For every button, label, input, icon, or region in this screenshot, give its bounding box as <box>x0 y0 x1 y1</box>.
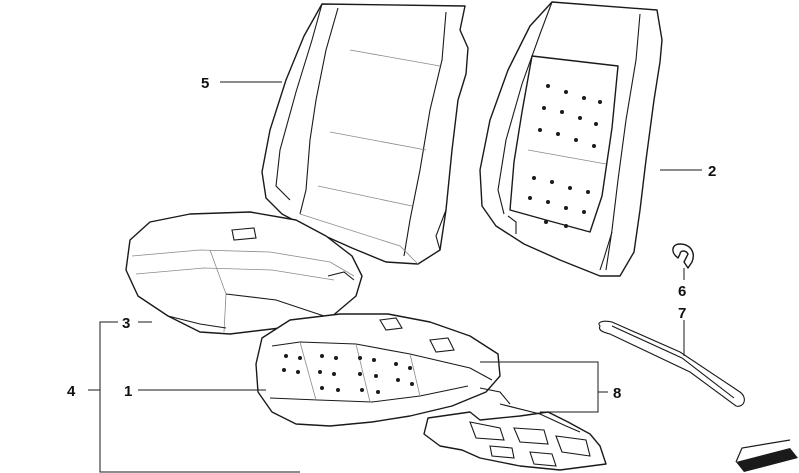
backrest-cover[interactable] <box>261 3 469 265</box>
seat-cushion-cover[interactable] <box>125 211 363 335</box>
callout-4: 4 <box>67 383 76 400</box>
seat-vent-holes <box>282 354 414 394</box>
tension-wire[interactable] <box>598 320 745 407</box>
callout-3: 3 <box>122 315 130 332</box>
seat-foam-pad[interactable] <box>255 313 501 427</box>
callout-2: 2 <box>708 163 716 180</box>
seat-heating-mat[interactable] <box>423 387 607 471</box>
leader-lines <box>88 81 702 473</box>
callout-5: 5 <box>201 75 209 92</box>
backrest-foam-pad[interactable] <box>479 1 663 277</box>
callout-7: 7 <box>678 305 686 322</box>
callout-1: 1 <box>124 383 132 400</box>
clip-part[interactable] <box>672 243 694 269</box>
callout-6: 6 <box>678 283 686 300</box>
callout-8: 8 <box>613 385 621 402</box>
orientation-arrow-icon <box>735 439 798 472</box>
backrest-vent-holes <box>528 84 602 228</box>
